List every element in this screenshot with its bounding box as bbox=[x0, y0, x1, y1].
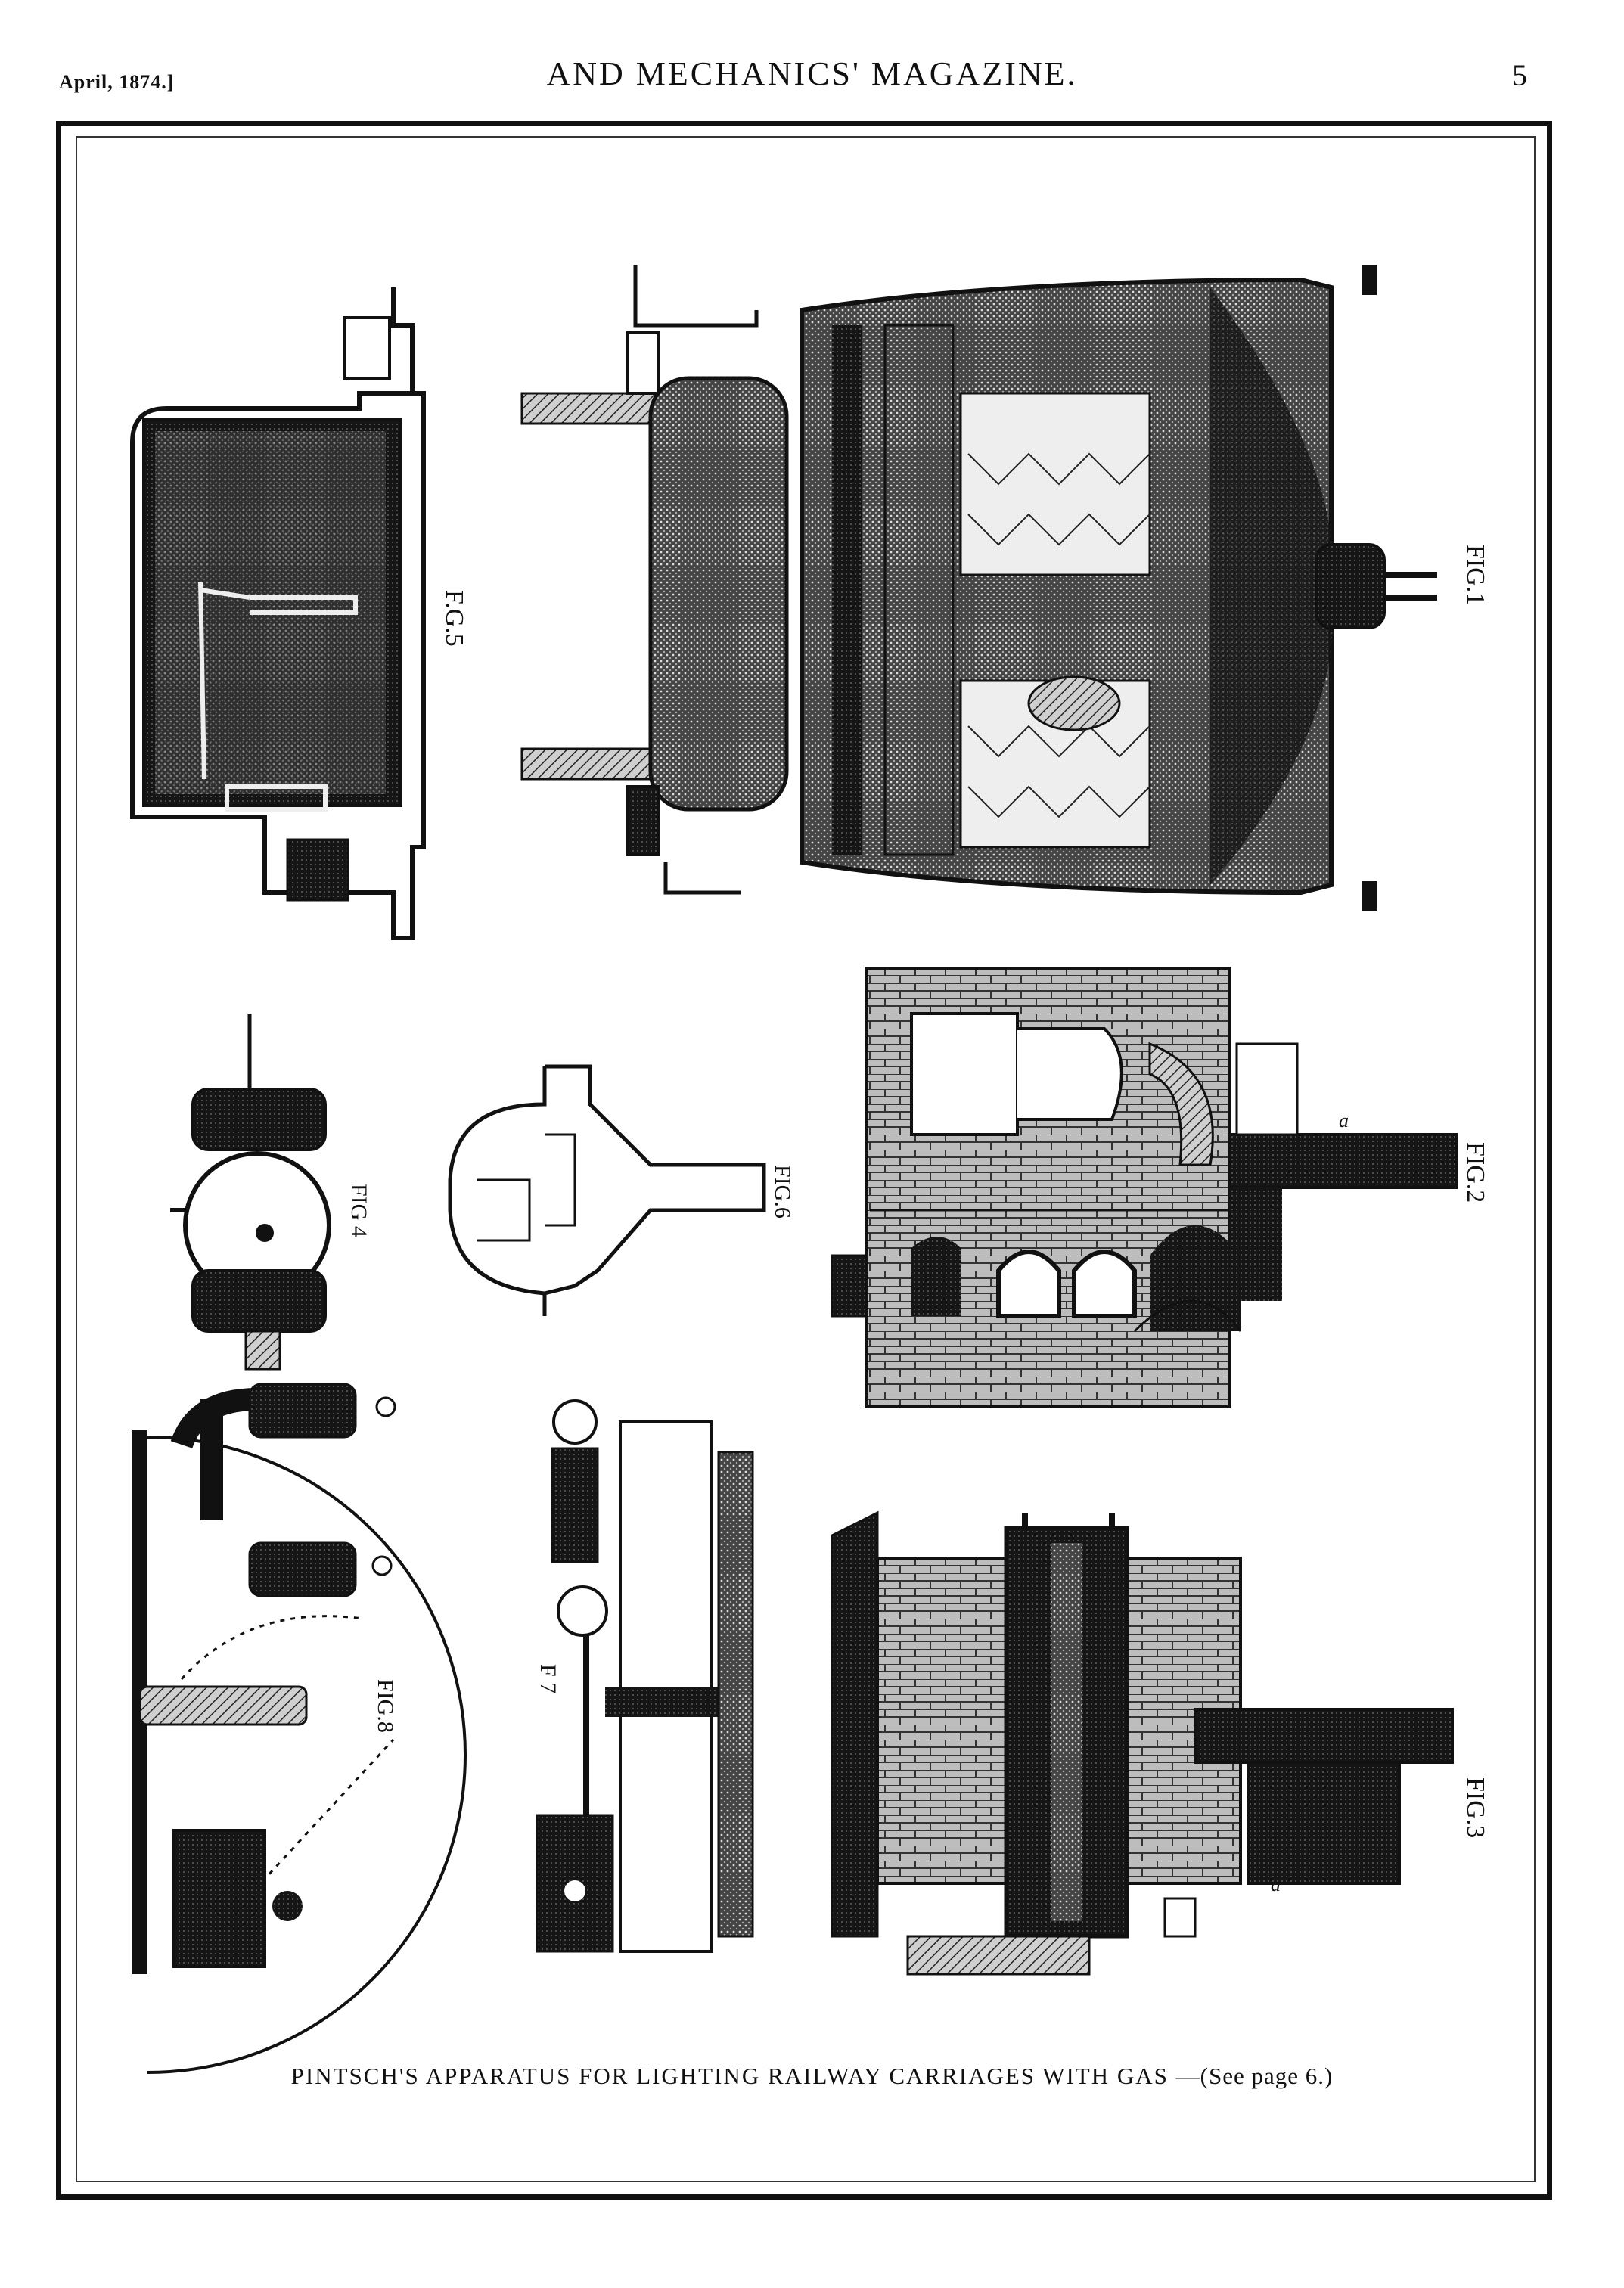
plate-border-outer bbox=[56, 121, 1552, 2200]
figure-4-label: FIG 4 bbox=[346, 1184, 371, 1237]
page-number: 5 bbox=[1512, 58, 1527, 92]
figure-2-drawing: a FIG.2 bbox=[831, 967, 1489, 1408]
figure-4-drawing: FIG 4 bbox=[170, 1014, 371, 1371]
running-title: AND MECHANICS' MAGAZINE. bbox=[546, 55, 1078, 92]
plate-caption: PINTSCH'S APPARATUS FOR LIGHTING RAILWAY… bbox=[0, 2063, 1624, 2090]
figure-2-label: FIG.2 bbox=[1461, 1142, 1489, 1203]
figure-7-drawing: F 7 bbox=[536, 1399, 754, 1953]
page-header: April, 1874.] AND MECHANICS' MAGAZINE. 5 bbox=[0, 54, 1624, 100]
figure-1-label: FIG.1 bbox=[1461, 545, 1489, 605]
figure-5-label: F.G.5 bbox=[440, 590, 468, 647]
figure-5-drawing: F.G.5 bbox=[130, 287, 468, 940]
figure-7-label: F 7 bbox=[536, 1664, 560, 1693]
figure-3-label: FIG.3 bbox=[1461, 1777, 1489, 1838]
figure-6-drawing: FIG.6 bbox=[448, 1064, 795, 1316]
figure-2-label-a: a bbox=[1339, 1110, 1349, 1132]
caption-main: PINTSCH'S APPARATUS FOR LIGHTING RAILWAY… bbox=[290, 2063, 1169, 2089]
figure-3-drawing: a FIG.3 bbox=[831, 1510, 1489, 1976]
caption-see-page: —(See page 6.) bbox=[1175, 2063, 1334, 2089]
figure-1-drawing: FIG.1 bbox=[520, 265, 1489, 911]
figure-8-drawing: FIG.8 bbox=[132, 1383, 467, 2074]
issue-date: April, 1874.] bbox=[59, 71, 175, 93]
plate-border-inner bbox=[76, 136, 1536, 2182]
figure-3-label-a: a bbox=[1271, 1874, 1281, 1895]
figure-8-label: FIG.8 bbox=[373, 1679, 398, 1733]
figure-6-label: FIG.6 bbox=[770, 1165, 795, 1219]
